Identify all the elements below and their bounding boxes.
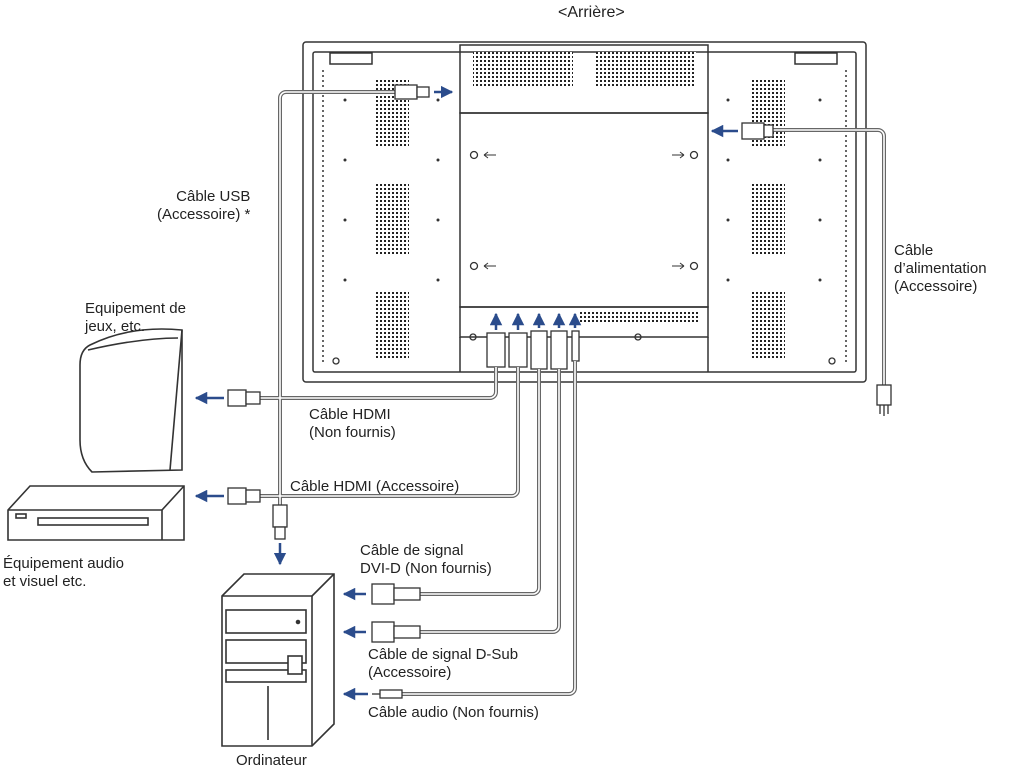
port-arrows xyxy=(489,312,582,330)
power-plug xyxy=(741,122,892,416)
mounting-holes xyxy=(332,150,836,365)
dsub-cable-label: Câble de signal D-Sub (Accessoire) xyxy=(368,646,519,681)
usb-plug-pc xyxy=(272,504,288,540)
hdmi-not-supplied-label: Câble HDMI (Non fournis) xyxy=(309,406,396,441)
usb-plug xyxy=(394,84,430,100)
hdmi-accessory-label: Câble HDMI (Accessoire) xyxy=(290,478,460,495)
mounting-arrows xyxy=(483,151,685,270)
hdmi-plugs xyxy=(227,389,261,505)
power-cable-label: Câble d’alimentation (Accessoire) xyxy=(894,242,987,295)
av-device-label: Équipement audio et visuel etc. xyxy=(3,555,124,590)
cables-inner xyxy=(260,91,885,695)
game-device-drawing xyxy=(79,328,183,473)
monitor-vents xyxy=(376,52,785,360)
rear-view-title: <Arrière> xyxy=(558,4,625,21)
pc-plugs xyxy=(371,583,421,699)
port-plugs xyxy=(486,330,580,370)
screw-dots xyxy=(343,98,822,282)
dvi-cable-label: Câble de signal DVI-D (Non fournis) xyxy=(360,542,492,577)
computer-drawing xyxy=(221,573,335,747)
computer-label: Ordinateur xyxy=(236,752,307,769)
usb-cable-label: Câble USB (Accessoire) * xyxy=(157,188,251,223)
audio-cable-label: Câble audio (Non fournis) xyxy=(368,704,539,721)
monitor-rear xyxy=(302,41,867,383)
av-device-drawing xyxy=(7,485,185,541)
game-device-label: Equipement de jeux, etc. xyxy=(85,300,186,335)
